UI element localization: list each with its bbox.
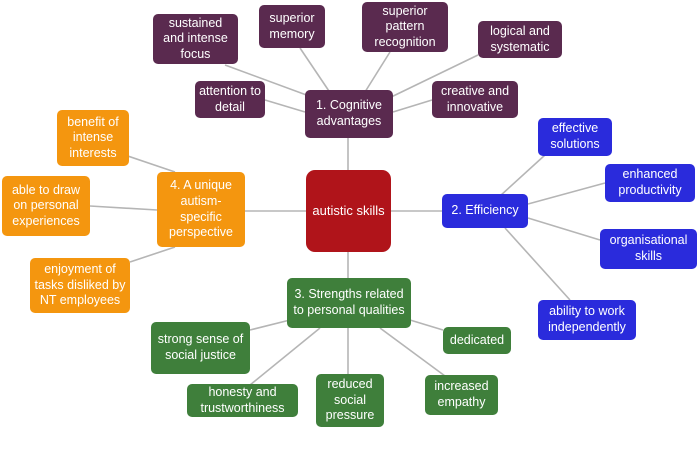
hub-efficiency: 2. Efficiency — [442, 194, 528, 228]
strengths-item-empathy: increased empathy — [425, 375, 498, 415]
hub-perspective-label: 4. A unique autism-specific perspective — [169, 178, 233, 240]
strengths-item-dedicated: dedicated — [443, 327, 511, 354]
strengths-item-honesty: honesty and trustworthiness — [187, 384, 298, 417]
connector-strengths-honesty — [249, 327, 321, 386]
connector-cognitive-creative — [392, 99, 433, 113]
efficiency-item-productivity: enhanced productivity — [605, 164, 695, 202]
center-label: autistic skills — [312, 202, 385, 218]
strengths-item-label: reduced social pressure — [325, 377, 375, 423]
strengths-item-social-pressure: reduced social pressure — [316, 374, 384, 427]
cognitive-item-label: creative and innovative — [440, 83, 510, 114]
hub-efficiency-label: 2. Efficiency — [451, 203, 519, 218]
connector-efficiency-independent — [504, 227, 571, 301]
perspective-item-label: enjoyment of tasks disliked by NT employ… — [34, 262, 126, 308]
connector-strengths-justice — [249, 319, 291, 331]
perspective-item-label: able to draw on personal experiences — [11, 182, 81, 228]
cognitive-item-label: sustained and intense focus — [163, 15, 228, 61]
hub-strengths: 3. Strengths related to personal qualiti… — [287, 278, 411, 328]
cognitive-item-label: superior memory — [269, 10, 315, 41]
cognitive-item-focus: sustained and intense focus — [153, 14, 238, 64]
hub-strengths-label: 3. Strengths related to personal qualiti… — [293, 287, 405, 317]
cognitive-item-detail: attention to detail — [195, 81, 265, 118]
hub-unique-perspective: 4. A unique autism-specific perspective — [157, 172, 245, 247]
efficiency-item-solutions: effective solutions — [538, 118, 612, 156]
efficiency-item-label: organisational skills — [609, 233, 688, 263]
cognitive-item-label: logical and systematic — [490, 23, 550, 54]
perspective-item-label: benefit of intense interests — [67, 114, 119, 160]
hub-cognitive-advantages: 1. Cognitive advantages — [305, 90, 393, 138]
strengths-item-label: honesty and trustworthiness — [200, 384, 285, 415]
connector-strengths-empathy — [379, 327, 446, 377]
perspective-item-experiences: able to draw on personal experiences — [2, 176, 90, 236]
cognitive-item-label: attention to detail — [199, 83, 261, 114]
cognitive-item-pattern: superior pattern recognition — [362, 2, 448, 52]
connector-efficiency-solutions — [499, 154, 546, 197]
cognitive-item-label: superior pattern recognition — [374, 3, 436, 49]
efficiency-item-label: enhanced productivity — [618, 167, 682, 197]
connector-perspective-experiences — [89, 205, 158, 211]
strengths-item-justice: strong sense of social justice — [151, 322, 250, 374]
hub-cognitive-label: 1. Cognitive advantages — [315, 98, 382, 128]
center-node-autistic-skills: autistic skills — [306, 170, 391, 252]
strengths-item-label: strong sense of social justice — [157, 332, 244, 362]
efficiency-item-organisational: organisational skills — [600, 229, 697, 269]
strengths-item-label: increased empathy — [434, 379, 489, 409]
efficiency-item-label: effective solutions — [550, 121, 600, 151]
connector-cognitive-logical — [384, 54, 479, 101]
perspective-item-tasks: enjoyment of tasks disliked by NT employ… — [30, 258, 130, 313]
connector-perspective-tasks — [129, 246, 176, 263]
cognitive-item-creative: creative and innovative — [432, 81, 518, 118]
strengths-item-label: dedicated — [449, 332, 505, 347]
connector-cognitive-focus — [224, 64, 321, 101]
connector-strengths-dedicated — [409, 319, 444, 331]
connector-efficiency-productivity — [527, 182, 606, 205]
perspective-item-interests: benefit of intense interests — [57, 110, 129, 166]
connector-efficiency-organisational — [527, 217, 601, 241]
connector-cognitive-detail — [264, 99, 306, 113]
efficiency-item-independent: ability to work independently — [538, 300, 636, 340]
cognitive-item-logical: logical and systematic — [478, 21, 562, 58]
cognitive-item-memory: superior memory — [259, 5, 325, 48]
efficiency-item-label: ability to work independently — [548, 304, 626, 334]
